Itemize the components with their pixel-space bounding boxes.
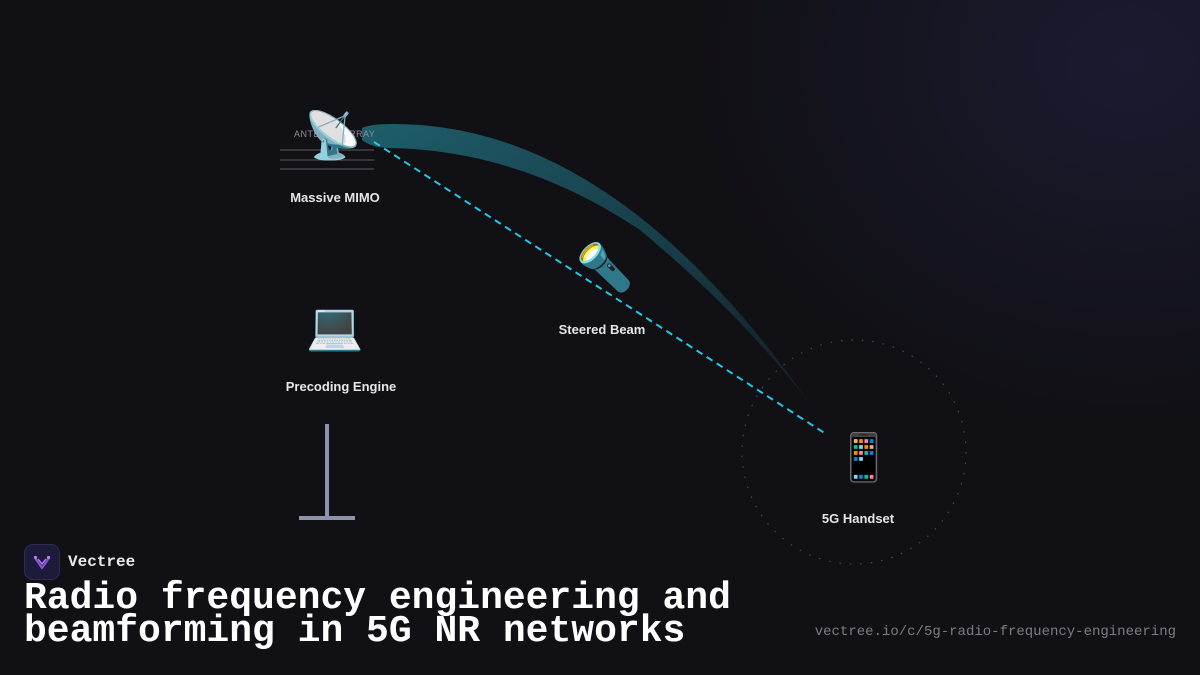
satellite-antenna-icon: 📡 xyxy=(304,108,362,162)
vectree-logo-icon xyxy=(24,544,60,580)
source-url[interactable]: vectree.io/c/5g-radio-frequency-engineer… xyxy=(814,624,1176,640)
handset-coverage-circle xyxy=(741,339,967,565)
line-of-sight-link xyxy=(373,141,827,435)
flashlight-icon: 🔦 xyxy=(576,240,634,294)
brand: Vectree xyxy=(24,544,135,580)
antenna-mast xyxy=(299,424,355,520)
antenna-array-lines xyxy=(280,149,374,170)
handset-label: 5G Handset xyxy=(821,511,895,526)
mobile-phone-icon: 📱 xyxy=(835,430,893,484)
laptop-icon: 💻 xyxy=(306,299,364,353)
brand-name: Vectree xyxy=(68,553,136,571)
precoding-engine-label: Precoding Engine xyxy=(285,379,397,394)
steered-beam-label: Steered Beam xyxy=(558,322,646,337)
antenna-array-caption: ANTENNA ARRAY xyxy=(294,129,376,139)
page-title: Radio frequency engineering and beamform… xyxy=(24,577,731,653)
massive-mimo-label: Massive MIMO xyxy=(290,190,380,205)
